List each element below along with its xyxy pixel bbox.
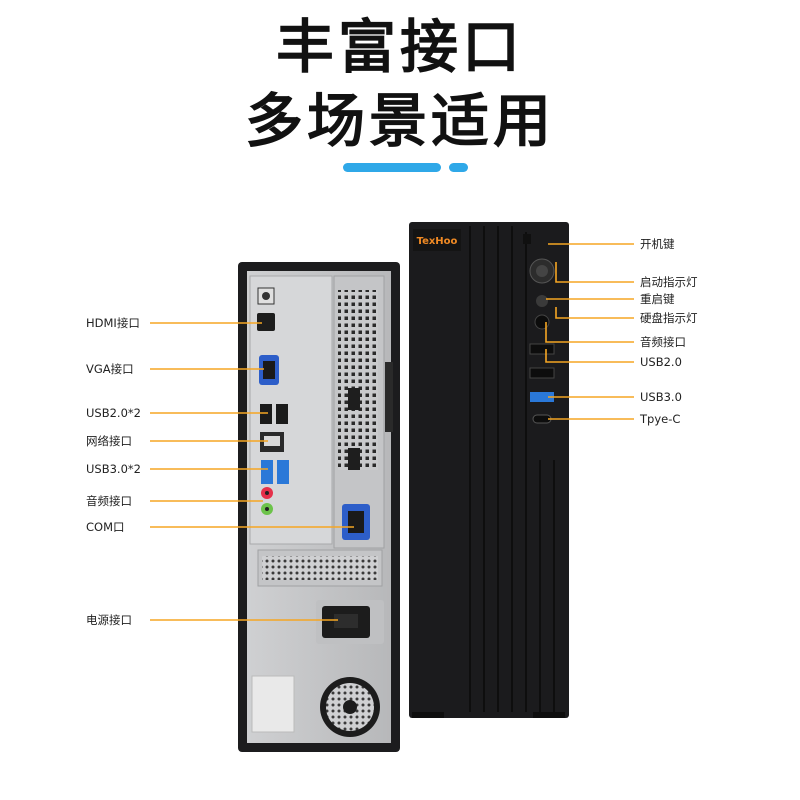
label-power: 电源接口 <box>86 613 132 627</box>
label-usb2-rear: USB2.0*2 <box>86 406 141 420</box>
label-usb2-front: USB2.0 <box>640 355 682 369</box>
brand-logo: TexHoo <box>417 236 458 247</box>
rear-case <box>238 262 400 752</box>
callout-lines <box>150 243 634 621</box>
headline-line-2: 多场景适用 <box>244 87 555 155</box>
label-hdmi: HDMI接口 <box>86 316 140 330</box>
label-hdd-led: 硬盘指示灯 <box>640 311 698 325</box>
label-audio-rear: 音频接口 <box>86 494 132 508</box>
label-usb3-rear: USB3.0*2 <box>86 462 141 476</box>
label-type-c: Tpye-C <box>640 412 681 426</box>
label-reset-button: 重启键 <box>640 292 675 306</box>
front-case: TexHoo <box>409 222 569 718</box>
label-com: COM口 <box>86 520 125 534</box>
label-usb3-front: USB3.0 <box>640 390 682 404</box>
headline-line-1: 丰富接口 <box>275 13 524 81</box>
accent-bar-short <box>449 163 468 172</box>
label-power-button: 开机键 <box>640 237 675 251</box>
label-audio-front: 音频接口 <box>640 335 686 349</box>
label-boot-led: 启动指示灯 <box>640 275 698 289</box>
label-vga: VGA接口 <box>86 362 134 376</box>
label-network: 网络接口 <box>86 434 132 448</box>
accent-bar-long <box>343 163 441 172</box>
